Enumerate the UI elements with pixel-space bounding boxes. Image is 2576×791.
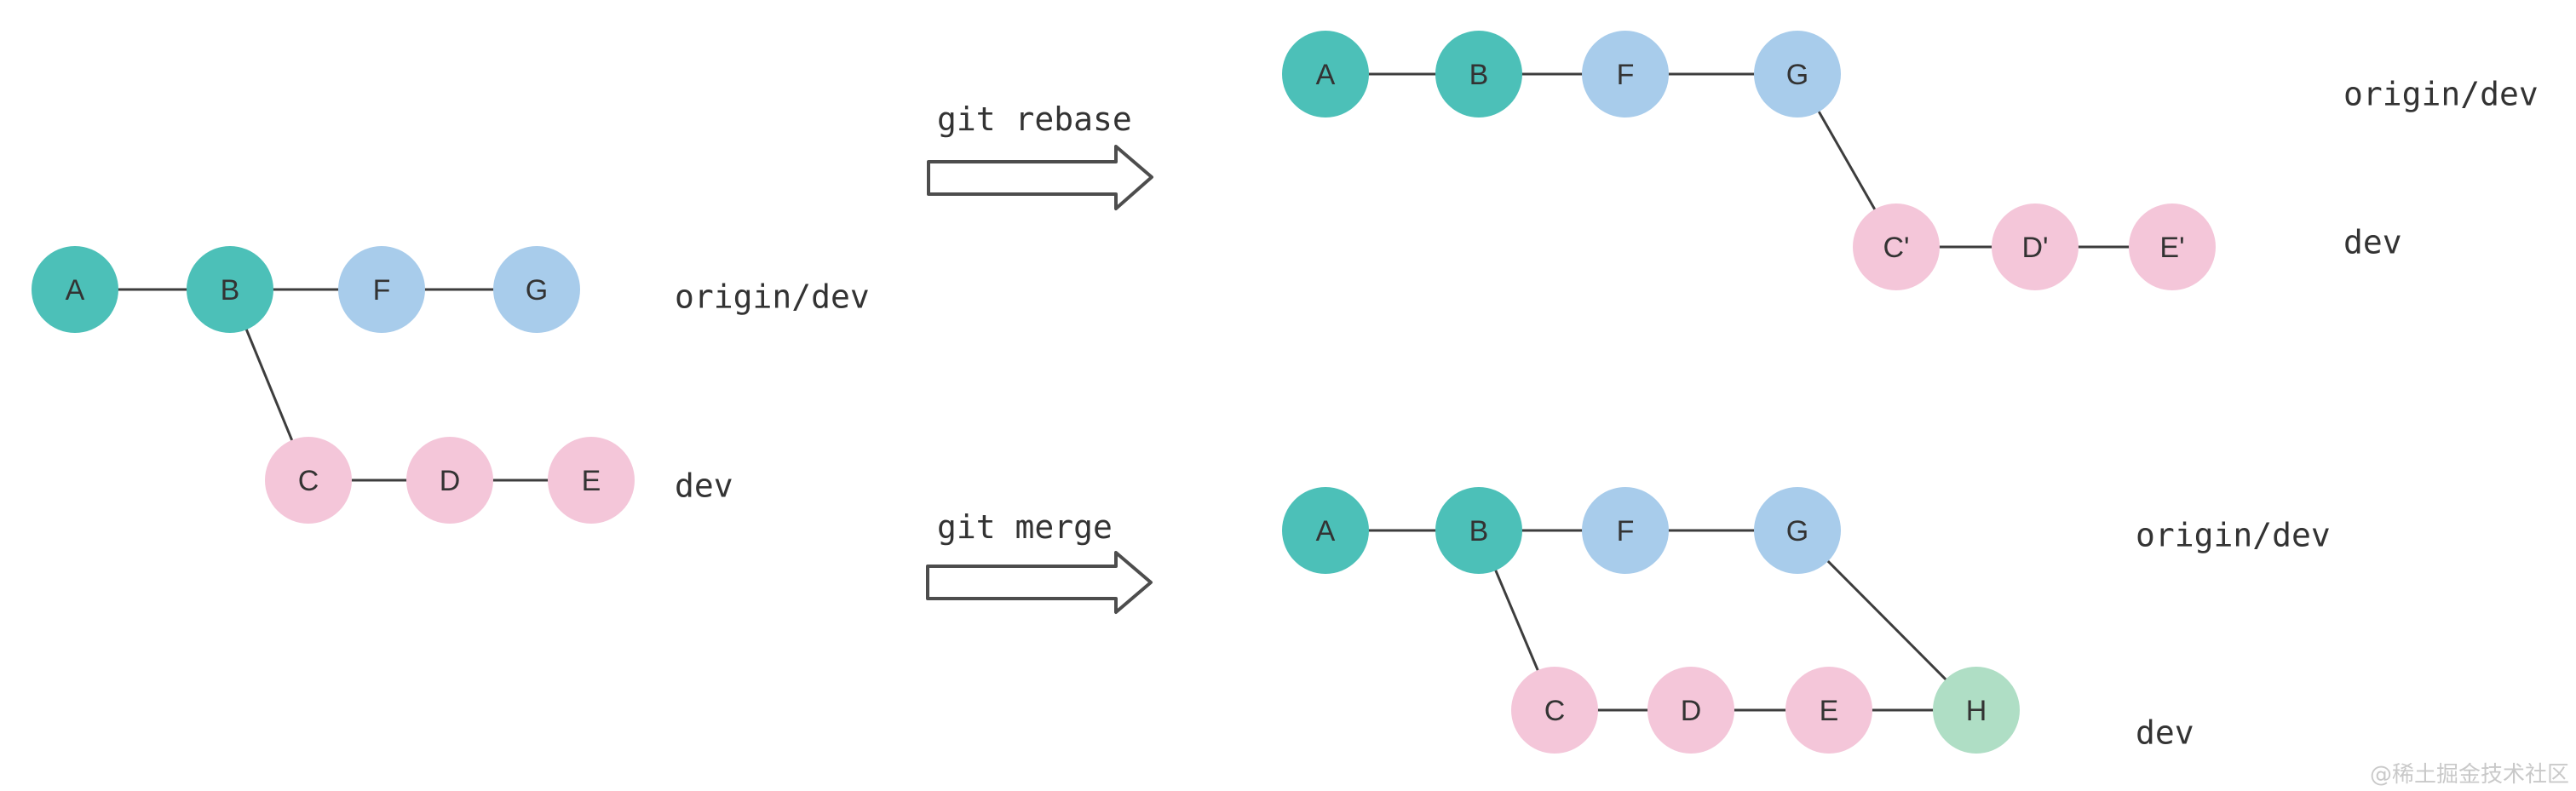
commit-label-rebase-result-E': E' bbox=[2159, 232, 2184, 264]
branch-label-rebase-result-origin-dev: origin/dev bbox=[2343, 75, 2539, 112]
branch-label-merge-result-dev: dev bbox=[2136, 714, 2194, 751]
commit-label-rebase-result-D': D' bbox=[2021, 232, 2048, 264]
watermark: @稀土掘金技术社区 bbox=[2370, 762, 2569, 788]
commit-label-rebase-result-C': C' bbox=[1883, 232, 1909, 264]
commit-node-merge-result-E bbox=[1785, 667, 1872, 754]
commit-label-initial-state-B: B bbox=[221, 274, 240, 307]
commit-node-merge-result-D bbox=[1647, 667, 1734, 754]
branch-label-rebase-result-dev: dev bbox=[2343, 223, 2402, 261]
commit-node-merge-result-A bbox=[1282, 487, 1369, 574]
commit-label-initial-state-A: A bbox=[66, 274, 85, 307]
graph-rebase-result: A B F G C' D' E' origin/dev dev bbox=[1282, 31, 2539, 290]
commit-label-initial-state-E: E bbox=[582, 465, 601, 497]
commit-node-merge-result-C bbox=[1511, 667, 1598, 754]
commit-label-rebase-result-F: F bbox=[1617, 59, 1635, 91]
commit-node-merge-result-B bbox=[1435, 487, 1522, 574]
branch-label-initial-state-dev: dev bbox=[675, 467, 733, 504]
git-rebase-label: git rebase bbox=[937, 100, 1132, 138]
branch-label-merge-result-origin-dev: origin/dev bbox=[2136, 516, 2331, 553]
commit-node-merge-result-H bbox=[1933, 667, 2020, 754]
commit-node-rebase-result-G bbox=[1754, 31, 1841, 118]
git-merge-label: git merge bbox=[937, 508, 1113, 546]
commit-node-rebase-result-C' bbox=[1853, 203, 1940, 290]
git-merge-arrow-icon bbox=[926, 551, 1153, 614]
commit-label-merge-result-B: B bbox=[1469, 515, 1489, 547]
commit-node-merge-result-G bbox=[1754, 487, 1841, 574]
git-rebase-arrow-icon bbox=[927, 145, 1153, 210]
commit-node-rebase-result-A bbox=[1282, 31, 1369, 118]
branch-label-initial-state-origin-dev: origin/dev bbox=[675, 278, 870, 315]
commit-label-rebase-result-B: B bbox=[1469, 59, 1489, 91]
commit-node-initial-state-E bbox=[548, 437, 635, 524]
git-rebase-group: git rebase bbox=[927, 100, 1153, 210]
commit-label-initial-state-F: F bbox=[373, 274, 391, 307]
commit-node-merge-result-F bbox=[1582, 487, 1669, 574]
commit-label-merge-result-F: F bbox=[1617, 515, 1635, 547]
commit-node-initial-state-C bbox=[265, 437, 352, 524]
commit-node-initial-state-B bbox=[187, 246, 273, 333]
commit-label-rebase-result-G: G bbox=[1786, 59, 1808, 91]
commit-label-initial-state-G: G bbox=[526, 274, 548, 307]
commit-label-merge-result-A: A bbox=[1316, 515, 1336, 547]
commit-label-merge-result-H: H bbox=[1966, 695, 1987, 727]
commit-label-rebase-result-A: A bbox=[1316, 59, 1336, 91]
commit-label-initial-state-C: C bbox=[298, 465, 319, 497]
commit-node-rebase-result-B bbox=[1435, 31, 1522, 118]
commit-label-merge-result-C: C bbox=[1544, 695, 1566, 727]
commit-node-rebase-result-D' bbox=[1992, 203, 2079, 290]
commit-node-initial-state-D bbox=[406, 437, 493, 524]
git-merge-group: git merge bbox=[926, 508, 1153, 614]
commit-label-merge-result-D: D bbox=[1681, 695, 1702, 727]
commit-label-merge-result-E: E bbox=[1820, 695, 1839, 727]
commit-node-initial-state-G bbox=[493, 246, 580, 333]
commit-node-initial-state-F bbox=[338, 246, 425, 333]
commit-node-rebase-result-F bbox=[1582, 31, 1669, 118]
commit-node-rebase-result-E' bbox=[2129, 203, 2216, 290]
commit-node-initial-state-A bbox=[32, 246, 118, 333]
commit-label-initial-state-D: D bbox=[440, 465, 461, 497]
commit-label-merge-result-G: G bbox=[1786, 515, 1808, 547]
